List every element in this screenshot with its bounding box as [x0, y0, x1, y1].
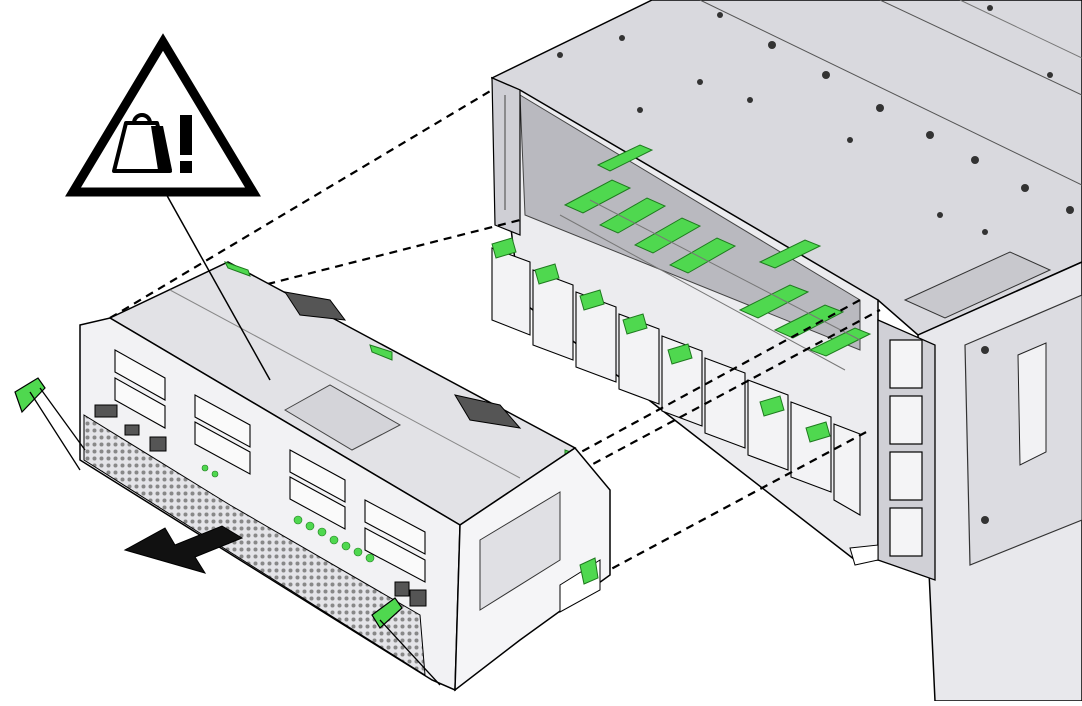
pull-direction-arrow-icon — [123, 525, 244, 574]
slot-green-latches — [491, 237, 831, 443]
module-status-leds — [201, 464, 375, 563]
green-guide-rails — [563, 144, 872, 357]
chassis-screws — [557, 5, 1074, 524]
server-chassis — [491, 0, 1082, 702]
removable-module — [14, 261, 611, 692]
module-drive-bays — [114, 349, 426, 583]
module-rear-ports — [94, 404, 427, 607]
front-module-slots — [491, 247, 861, 516]
left-release-lever — [14, 377, 46, 414]
module-vent-grill — [83, 414, 426, 676]
power-supply-stack — [849, 319, 936, 581]
heavy-weight-warning-icon — [65, 33, 271, 381]
right-release-lever — [371, 597, 403, 629]
